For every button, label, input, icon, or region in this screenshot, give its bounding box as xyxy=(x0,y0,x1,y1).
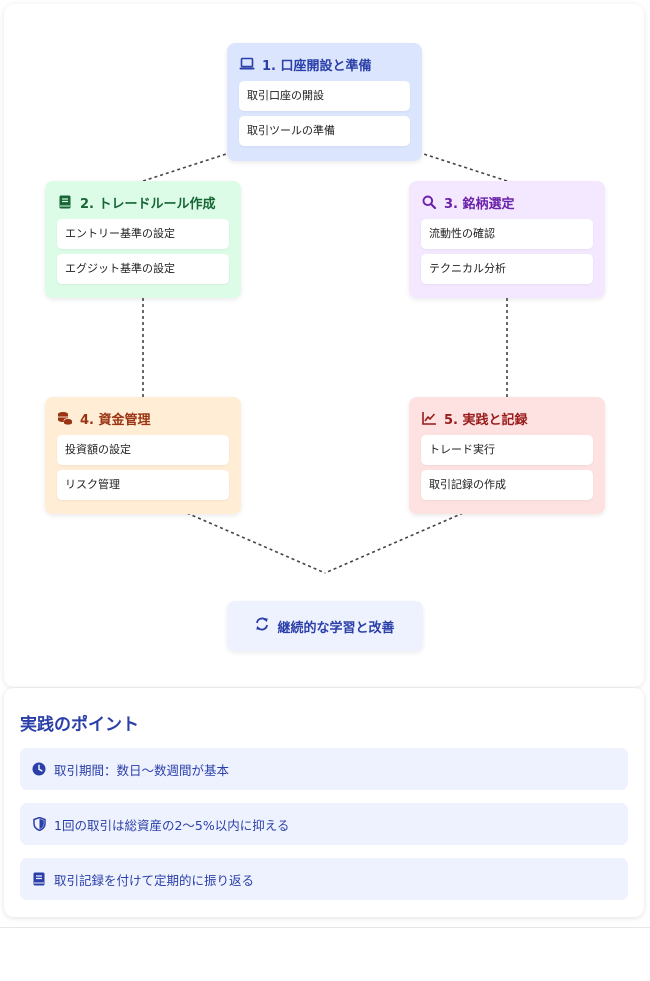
book-icon xyxy=(32,872,46,886)
step-item: リスク管理 xyxy=(57,470,229,500)
laptop-icon xyxy=(239,56,255,72)
point-text: 1回の取引は総資産の2〜5%以内に抑える xyxy=(54,817,290,833)
point-text: 取引記録を付けて定期的に振り返る xyxy=(54,872,255,888)
step-item: 取引ツールの準備 xyxy=(239,116,410,146)
step-item: 投資額の設定 xyxy=(57,435,229,465)
divider xyxy=(0,927,650,928)
step-title: 5. 実践と記録 xyxy=(421,407,593,429)
step-item: エントリー基準の設定 xyxy=(57,219,229,249)
coins-icon xyxy=(57,410,73,426)
points-title: 実践のポイント xyxy=(20,715,139,735)
cycle-label: 継続的な学習と改善 xyxy=(277,620,395,636)
step-trade-rules: 2. トレードルール作成 エントリー基準の設定 エグジット基準の設定 xyxy=(45,181,241,298)
step-title: 3. 銘柄選定 xyxy=(421,191,593,213)
book-icon xyxy=(57,194,73,210)
step-item: エグジット基準の設定 xyxy=(57,254,229,284)
step-item: トレード実行 xyxy=(421,435,593,465)
step-title-text: 5. 実践と記録 xyxy=(444,412,528,428)
sync-icon xyxy=(255,617,269,635)
step-item: テクニカル分析 xyxy=(421,254,593,284)
point-item: 1回の取引は総資産の2〜5%以内に抑える xyxy=(20,803,628,845)
point-item: 取引期間：数日〜数週間が基本 xyxy=(20,748,628,790)
chart-line-icon xyxy=(421,410,437,426)
continuous-improvement-box: 継続的な学習と改善 xyxy=(227,601,423,651)
step-title-text: 1. 口座開設と準備 xyxy=(262,58,372,74)
point-text: 取引期間：数日〜数週間が基本 xyxy=(54,762,230,778)
shield-icon xyxy=(32,817,46,831)
step-stock-selection: 3. 銘柄選定 流動性の確認 テクニカル分析 xyxy=(409,181,605,298)
step-title-text: 3. 銘柄選定 xyxy=(444,196,515,212)
step-title-text: 4. 資金管理 xyxy=(80,412,151,428)
step-item: 流動性の確認 xyxy=(421,219,593,249)
step-practice-and-record: 5. 実践と記録 トレード実行 取引記録の作成 xyxy=(409,397,605,514)
step-title: 2. トレードルール作成 xyxy=(57,191,229,213)
step-item: 取引記録の作成 xyxy=(421,470,593,500)
search-icon xyxy=(421,194,437,210)
step-title: 4. 資金管理 xyxy=(57,407,229,429)
step-item: 取引口座の開設 xyxy=(239,81,410,111)
step-title: 1. 口座開設と準備 xyxy=(239,53,410,75)
practice-points-card: 実践のポイント 取引期間：数日〜数週間が基本 1回の取引は総資産の2〜5%以内に… xyxy=(4,688,644,917)
point-item: 取引記録を付けて定期的に振り返る xyxy=(20,858,628,900)
step-title-text: 2. トレードルール作成 xyxy=(80,196,216,212)
step-account-setup: 1. 口座開設と準備 取引口座の開設 取引ツールの準備 xyxy=(227,43,422,161)
step-money-management: 4. 資金管理 投資額の設定 リスク管理 xyxy=(45,397,241,514)
clock-icon xyxy=(32,762,46,776)
